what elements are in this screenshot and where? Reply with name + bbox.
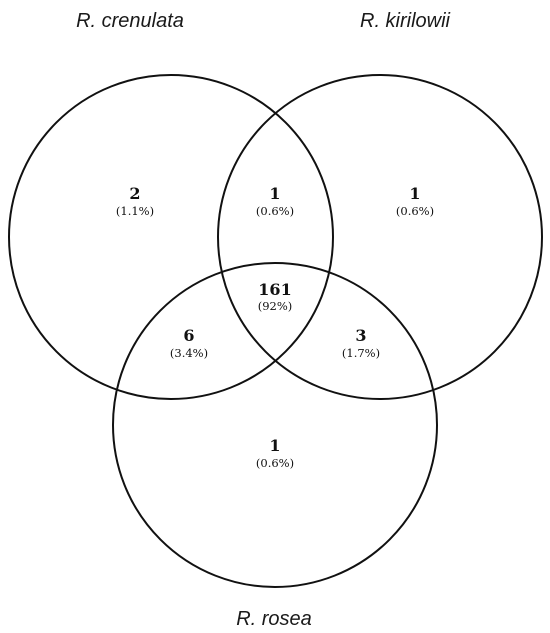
percent-crenulata-only: (1.1%)	[116, 204, 154, 218]
count-crenulata-rosea: 6	[183, 326, 194, 345]
percent-kirilowii-rosea: (1.7%)	[342, 346, 380, 360]
percent-crenulata-kirilowii: (0.6%)	[256, 204, 294, 218]
percent-kirilowii-only: (0.6%)	[396, 204, 434, 218]
percent-all-three: (92%)	[258, 299, 293, 313]
circle-r-crenulata	[8, 74, 334, 400]
circle-r-kirilowii	[217, 74, 543, 400]
count-crenulata-only: 2	[129, 184, 140, 203]
count-rosea-only: 1	[269, 436, 280, 455]
count-all-three: 161	[258, 280, 291, 299]
label-r-crenulata: R. crenulata	[76, 10, 184, 32]
circle-r-rosea	[112, 262, 438, 588]
percent-rosea-only: (0.6%)	[256, 456, 294, 470]
count-kirilowii-rosea: 3	[355, 326, 366, 345]
label-r-kirilowii: R. kirilowii	[360, 10, 451, 32]
label-r-rosea: R. rosea	[236, 608, 312, 630]
percent-crenulata-rosea: (3.4%)	[170, 346, 208, 360]
count-crenulata-kirilowii: 1	[269, 184, 280, 203]
count-kirilowii-only: 1	[409, 184, 420, 203]
